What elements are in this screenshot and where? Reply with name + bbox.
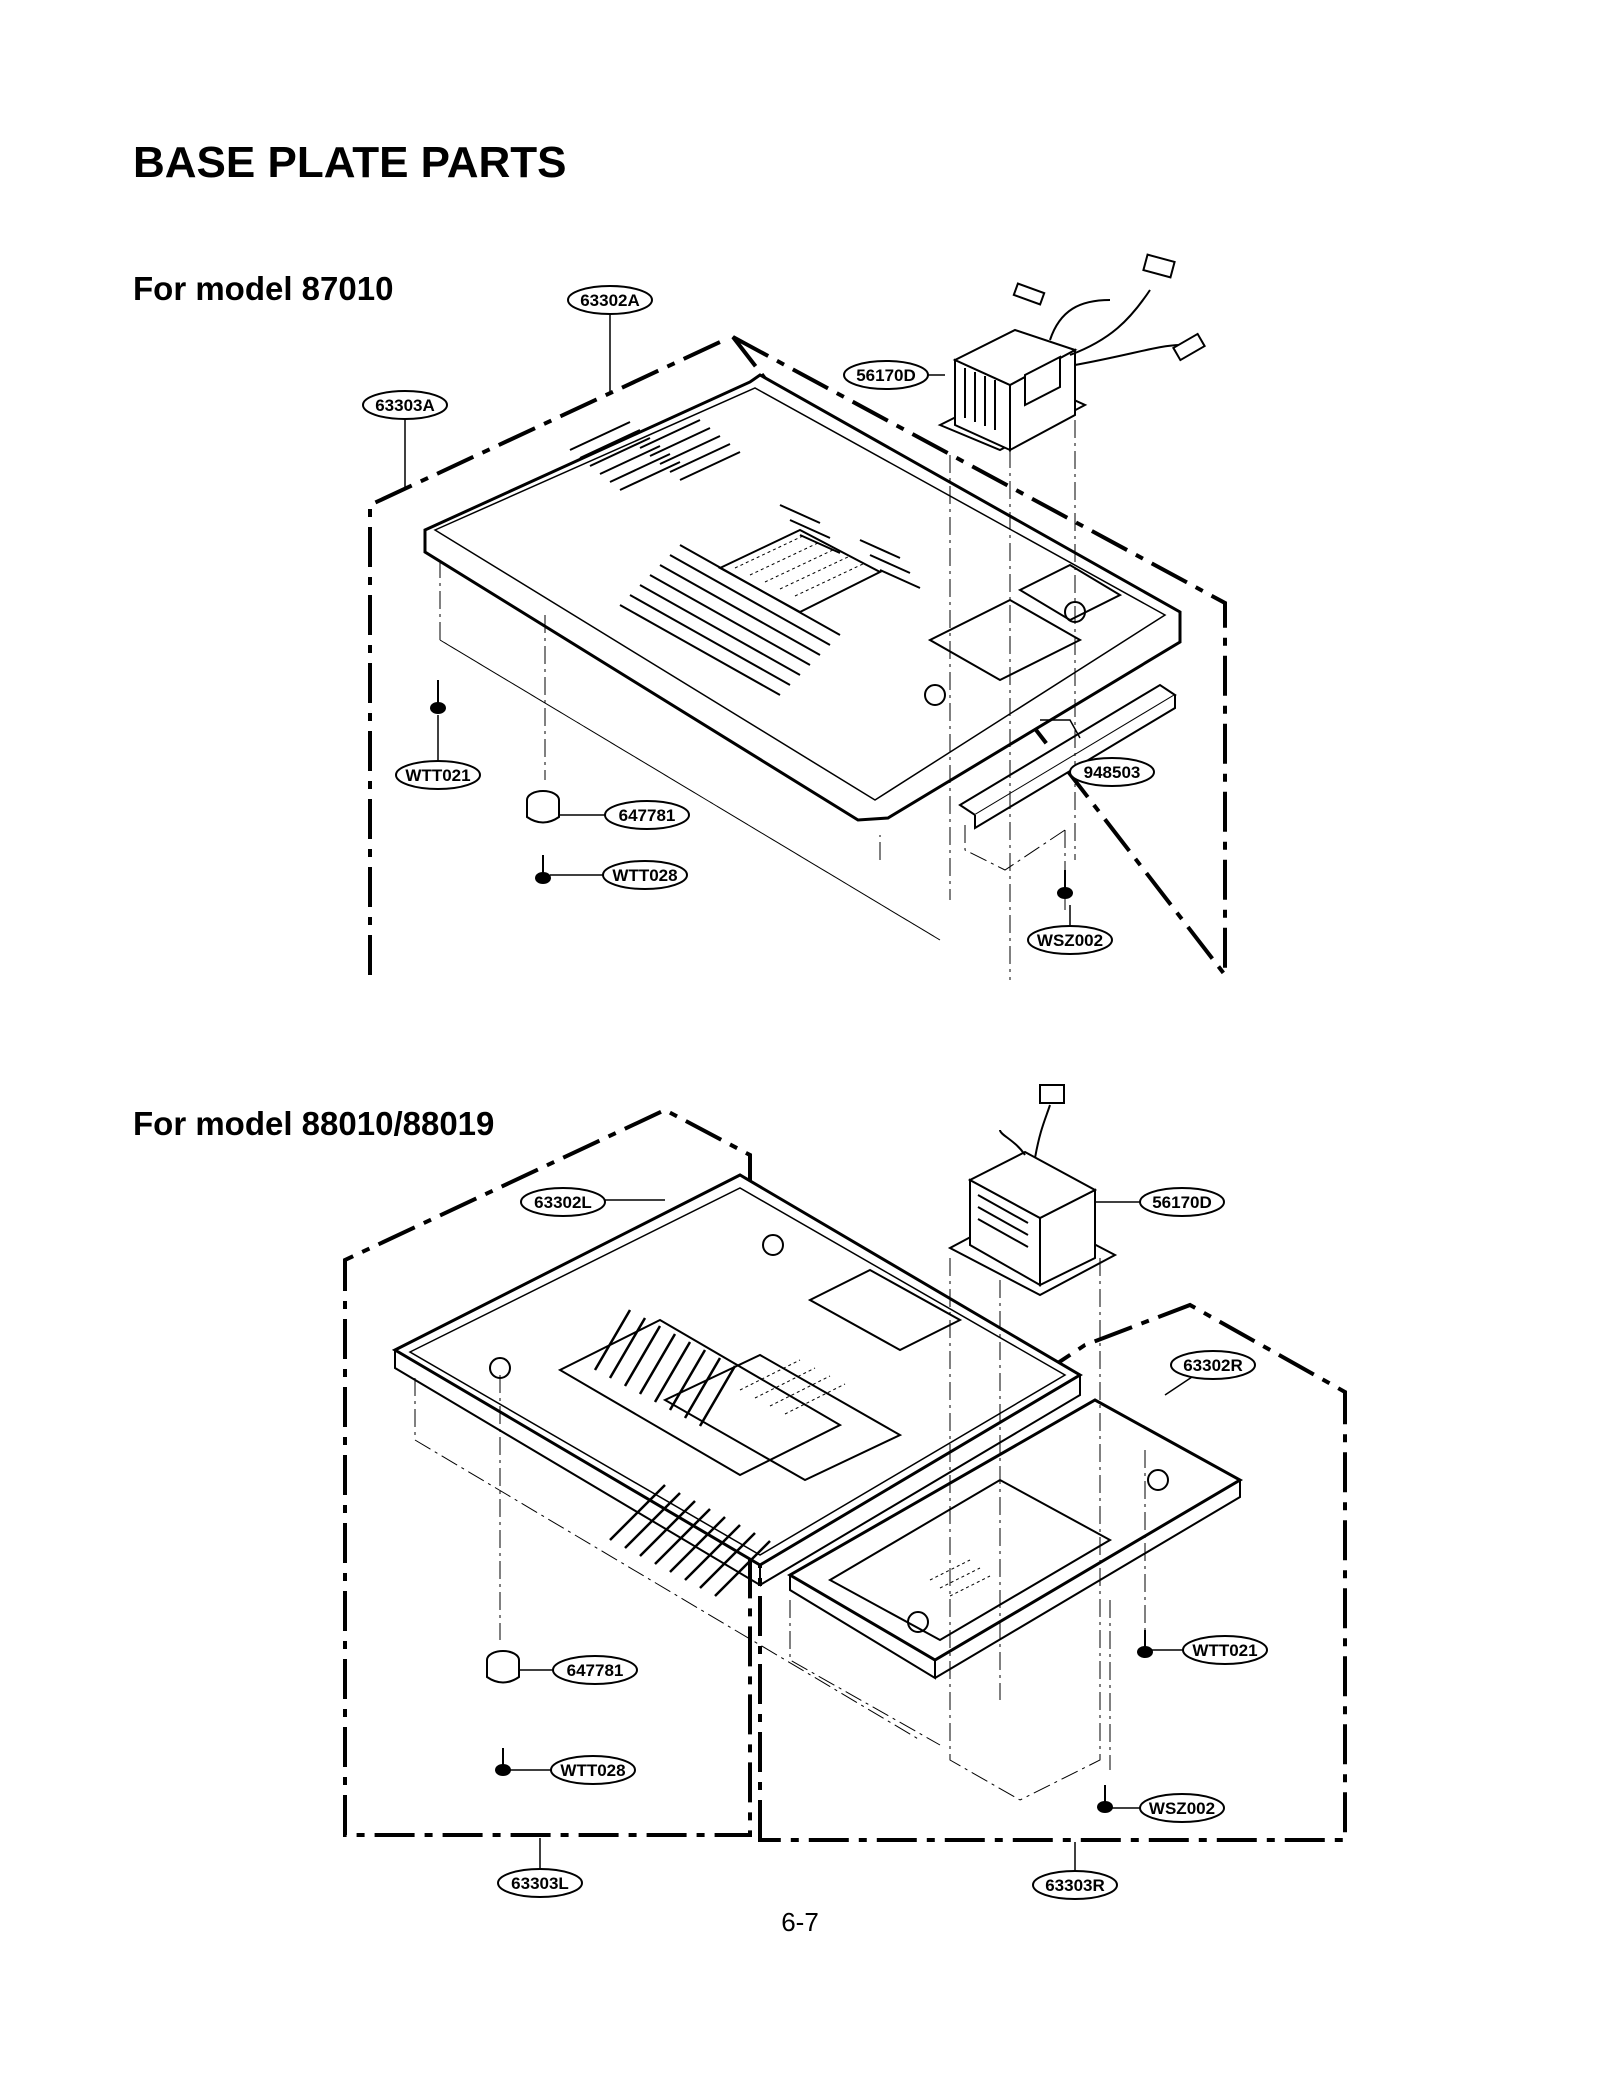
- svg-text:63303A: 63303A: [375, 396, 435, 415]
- svg-text:WTT028: WTT028: [612, 866, 677, 885]
- callout-63302A: 63302A: [567, 285, 653, 315]
- assembly-boundary: [368, 335, 1227, 981]
- callout-WSZ002-1: WSZ002: [1027, 925, 1113, 955]
- callout-647781-2: 647781: [552, 1655, 638, 1685]
- base-plate-diagram-87010: 63302A 56170D 63303A WTT021 647781 WTT02…: [362, 253, 1227, 981]
- screw-wtt028: [535, 855, 551, 884]
- vent-slots-left: [593, 1309, 771, 1597]
- base-plate-diagram-88010-88019: 63302L 56170D 63302R WTT021 647781 WTT02…: [343, 1084, 1347, 1900]
- svg-text:647781: 647781: [567, 1661, 624, 1680]
- section-title-model-87010: For model 87010: [133, 270, 394, 307]
- page-title: BASE PLATE PARTS: [133, 138, 567, 187]
- grid-area: [717, 528, 883, 614]
- svg-text:63303R: 63303R: [1045, 1876, 1105, 1895]
- callout-63303R: 63303R: [1032, 1870, 1118, 1900]
- screw-wsz002: [1057, 870, 1073, 899]
- transformer-2: [947, 1150, 1118, 1297]
- callout-WTT028-2: WTT028: [550, 1755, 636, 1785]
- callout-WSZ002-2: WSZ002: [1139, 1793, 1225, 1823]
- foot-647781-2: [486, 1650, 520, 1684]
- callout-63302L: 63302L: [520, 1187, 606, 1217]
- callout-647781-1: 647781: [604, 800, 690, 830]
- svg-text:WTT028: WTT028: [560, 1761, 625, 1780]
- svg-text:647781: 647781: [619, 806, 676, 825]
- callout-WTT021-2: WTT021: [1182, 1635, 1268, 1665]
- screw-wsz002-2: [1097, 1785, 1113, 1813]
- svg-text:WSZ002: WSZ002: [1037, 931, 1103, 950]
- svg-text:56170D: 56170D: [856, 366, 916, 385]
- page-number: 6-7: [781, 1907, 819, 1937]
- svg-text:63302R: 63302R: [1183, 1356, 1243, 1375]
- screw-wtt028-2: [495, 1748, 511, 1776]
- svg-text:63302A: 63302A: [580, 291, 640, 310]
- svg-text:WSZ002: WSZ002: [1149, 1799, 1215, 1818]
- callout-WTT021-1: WTT021: [395, 760, 481, 790]
- screw-wtt021: [430, 680, 446, 714]
- svg-text:63303L: 63303L: [511, 1874, 569, 1893]
- callout-56170D-1: 56170D: [843, 360, 929, 390]
- callout-63303A: 63303A: [362, 390, 448, 420]
- callout-948503: 948503: [1069, 757, 1155, 787]
- svg-text:WTT021: WTT021: [405, 766, 470, 785]
- svg-text:56170D: 56170D: [1152, 1193, 1212, 1212]
- callout-56170D-2: 56170D: [1139, 1187, 1225, 1217]
- svg-text:63302L: 63302L: [534, 1193, 592, 1212]
- callout-WTT028-1: WTT028: [602, 860, 688, 890]
- transformer: [937, 328, 1088, 452]
- callout-63303L: 63303L: [497, 1868, 583, 1898]
- section-title-model-88010-88019: For model 88010/88019: [133, 1105, 495, 1142]
- callout-63302R: 63302R: [1170, 1350, 1256, 1380]
- foot-647781: [526, 790, 560, 824]
- screw-wtt021-2: [1137, 1630, 1153, 1658]
- assembly-boundary-left: [343, 1107, 752, 1837]
- vent-slots: [569, 419, 921, 696]
- svg-text:WTT021: WTT021: [1192, 1641, 1257, 1660]
- svg-text:948503: 948503: [1084, 763, 1141, 782]
